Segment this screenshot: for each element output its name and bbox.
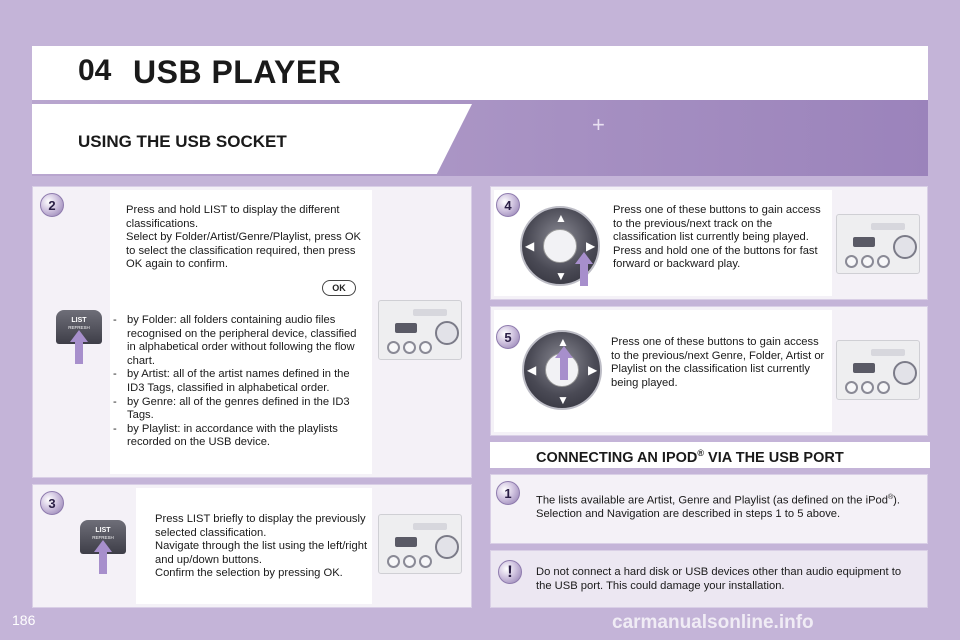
section-header-bg bbox=[32, 104, 472, 174]
ipod-text-b: ). bbox=[893, 494, 900, 507]
ipod-text: The lists available are Artist, Genre an… bbox=[536, 491, 916, 522]
step-3-badge: 3 bbox=[40, 491, 64, 515]
nav-buttons-icon: ▲ ▼ ◀ ▶ bbox=[520, 206, 600, 286]
registered-mark: ® bbox=[887, 494, 894, 501]
step-3-content bbox=[136, 488, 372, 604]
list-item: by Genre: all of the genres defined in t… bbox=[113, 396, 365, 423]
ipod-text-c: Selection and Navigation are described i… bbox=[536, 508, 841, 521]
radio-unit-icon bbox=[836, 340, 920, 400]
watermark: carmanualsonline.info bbox=[612, 612, 814, 633]
list-button-sublabel: REFRESH bbox=[92, 535, 114, 540]
step-3-text: Press LIST briefly to display the previo… bbox=[155, 513, 368, 580]
ok-button-icon: OK bbox=[322, 280, 356, 296]
list-item: by Artist: all of the artist names defin… bbox=[113, 368, 365, 395]
press-arrow-icon bbox=[575, 252, 593, 264]
press-arrow-stem bbox=[580, 264, 588, 286]
press-arrow-stem bbox=[99, 552, 107, 574]
list-item: by Playlist: in accordance with the play… bbox=[113, 423, 365, 450]
warning-panel bbox=[490, 550, 928, 608]
press-arrow-icon bbox=[94, 540, 112, 552]
connect-title-bg bbox=[490, 442, 930, 468]
press-arrow-icon bbox=[555, 346, 573, 358]
radio-unit-icon bbox=[836, 214, 920, 274]
section-title: USING THE USB SOCKET bbox=[78, 132, 287, 151]
step-5-text: Press one of these buttons to gain acces… bbox=[611, 336, 825, 389]
plus-icon: + bbox=[592, 112, 605, 137]
radio-unit-icon bbox=[378, 514, 462, 574]
list-button-label: LIST bbox=[71, 317, 87, 324]
page-number: 186 bbox=[12, 612, 36, 628]
list-item: by Folder: all folders containing audio … bbox=[113, 314, 365, 368]
warning-icon: ! bbox=[498, 560, 522, 584]
header-band bbox=[32, 46, 928, 100]
step-5-badge: 5 bbox=[496, 325, 520, 349]
registered-mark: ® bbox=[697, 448, 705, 458]
classification-list: by Folder: all folders containing audio … bbox=[113, 314, 365, 450]
chapter-title: USB PLAYER bbox=[133, 54, 342, 90]
step-4-text: Press one of these buttons to gain acces… bbox=[613, 204, 821, 271]
chapter-number: 04 bbox=[78, 54, 112, 87]
step-4-badge: 4 bbox=[496, 193, 520, 217]
warning-text: Do not connect a hard disk or USB device… bbox=[536, 566, 902, 592]
nav-buttons-icon: ▲ ▼ ◀ ▶ bbox=[522, 330, 602, 410]
connect-title: CONNECTING AN IPOD® VIA THE USB PORT bbox=[536, 448, 844, 466]
list-button-sublabel: REFRESH bbox=[68, 325, 90, 330]
ipod-panel bbox=[490, 474, 928, 544]
ipod-text-a: The lists available are Artist, Genre an… bbox=[536, 494, 888, 507]
press-arrow-stem bbox=[75, 342, 83, 364]
connect-title-rest: VIA THE USB PORT bbox=[704, 449, 844, 466]
connect-title-main: CONNECTING AN IPOD bbox=[536, 449, 698, 466]
step-2-intro: Press and hold LIST to display the diffe… bbox=[126, 204, 362, 271]
ipod-step-badge: 1 bbox=[496, 481, 520, 505]
step-2-badge: 2 bbox=[40, 193, 64, 217]
press-arrow-stem bbox=[560, 358, 568, 380]
list-button-label: LIST bbox=[95, 527, 111, 534]
radio-unit-icon bbox=[378, 300, 462, 360]
press-arrow-icon bbox=[70, 330, 88, 342]
